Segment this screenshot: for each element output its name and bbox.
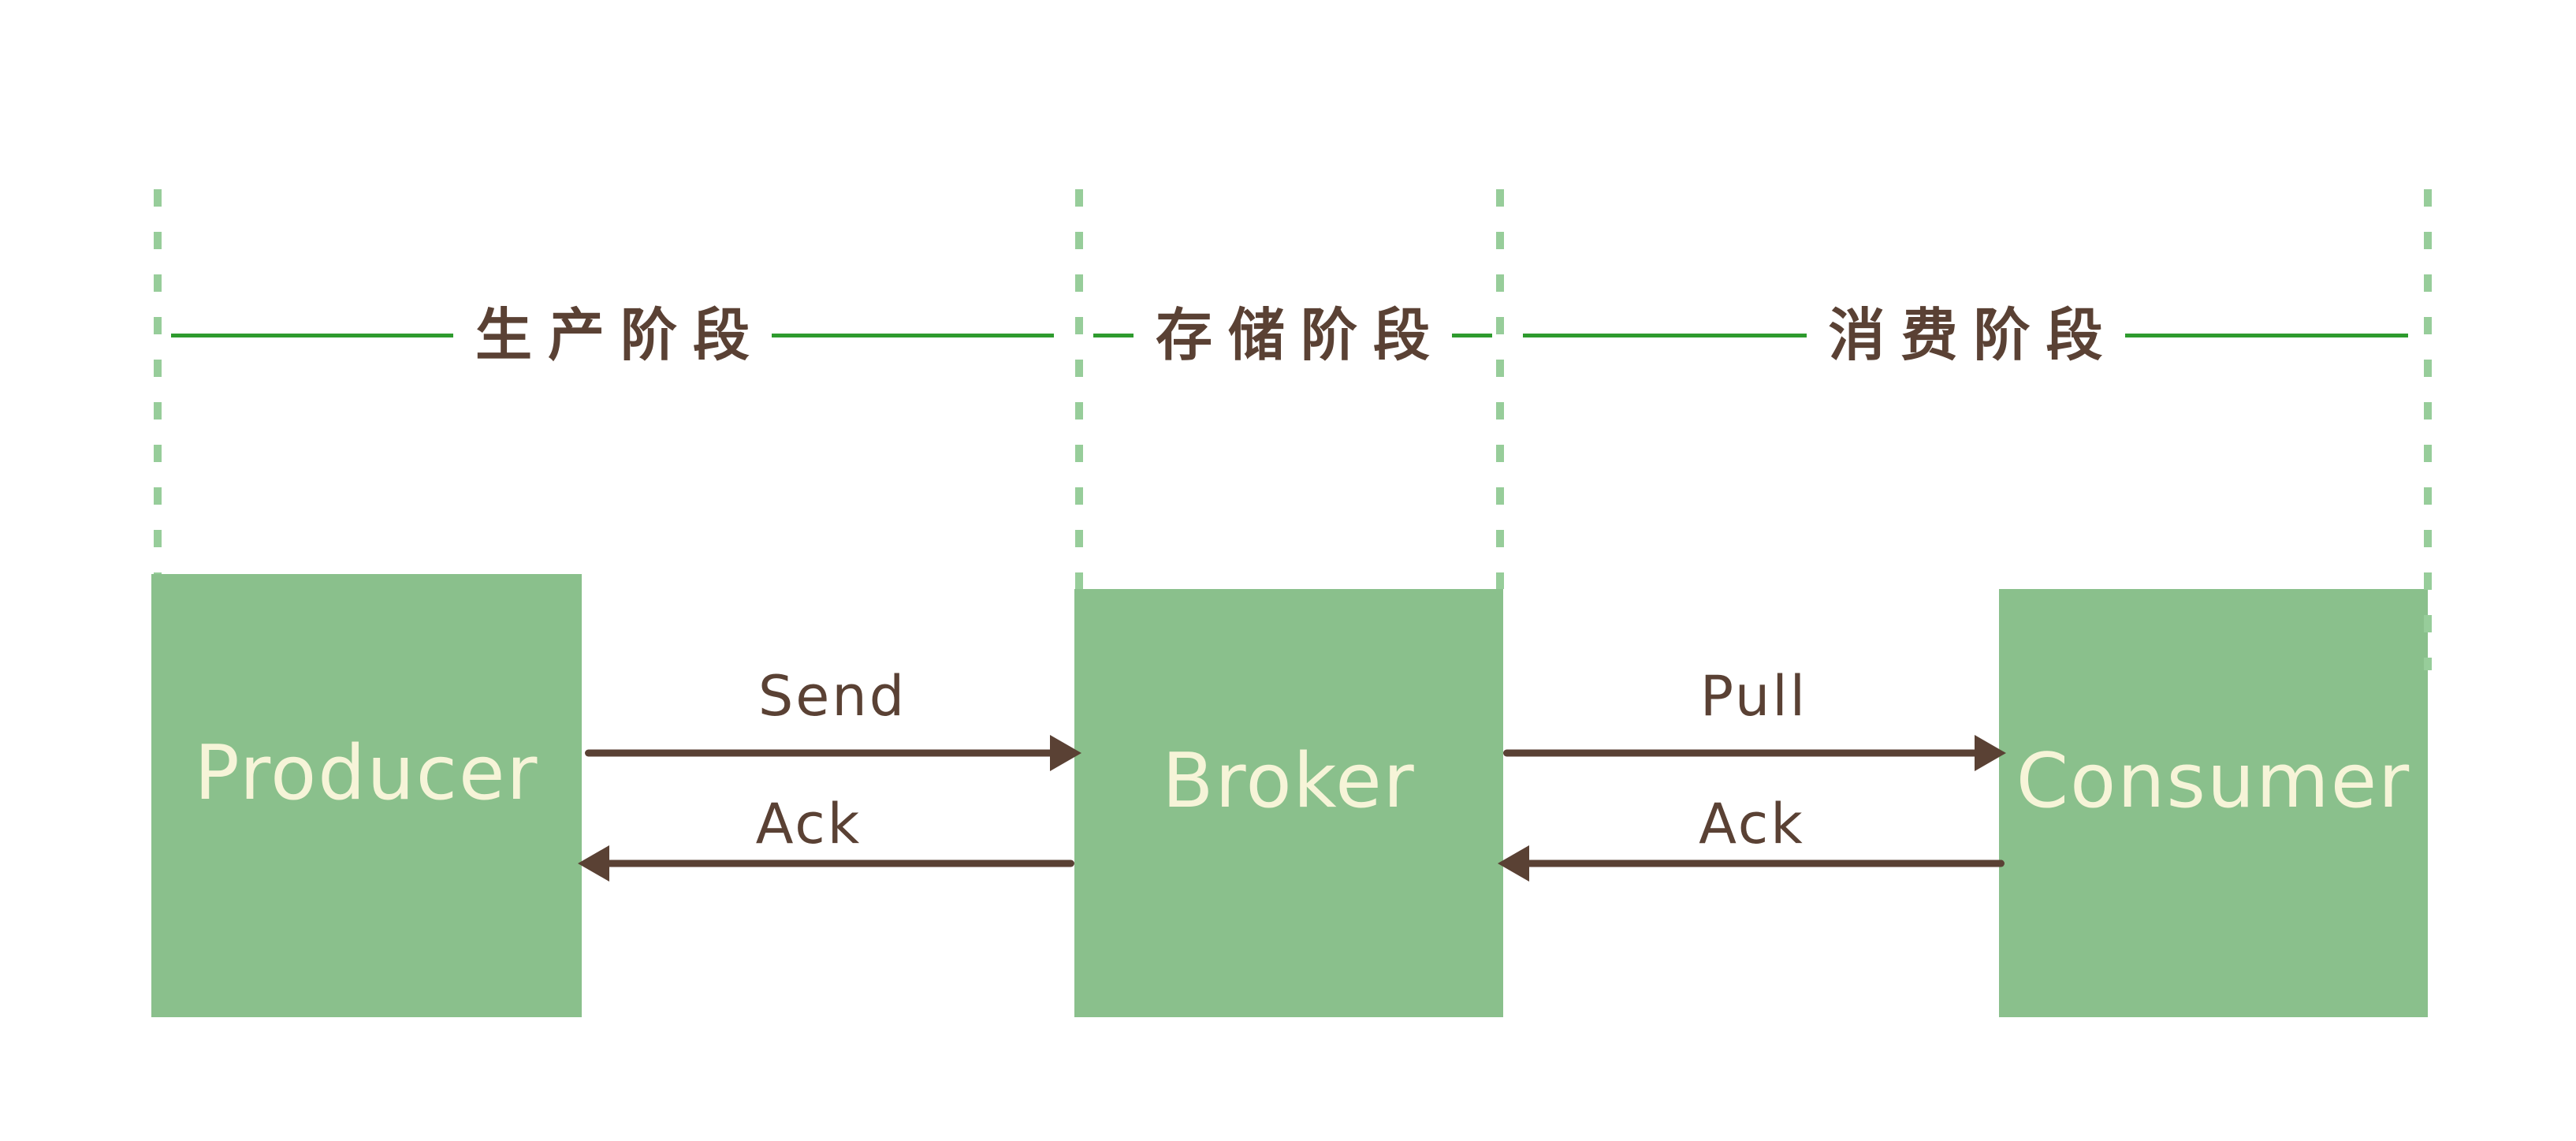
phase-boundary-dashed-line-4 — [2424, 189, 2432, 670]
ack-arrow-broker-to-producer — [578, 845, 1074, 882]
phase-label-consumption: 消费阶段 — [1828, 302, 2119, 368]
broker-label: Broker — [1162, 737, 1416, 825]
ack-arrow-shaft — [603, 859, 1074, 867]
ack-arrow-label-left: Ack — [755, 792, 862, 856]
send-arrow-label: Send — [758, 664, 907, 729]
phase-line-right — [1452, 333, 1493, 337]
pull-arrowhead-icon — [1975, 735, 2006, 771]
phase-label-production: 生产阶段 — [475, 302, 766, 368]
ack-arrow-shaft — [1523, 859, 2005, 867]
producer-label: Producer — [194, 730, 539, 817]
phase-line-left — [1093, 333, 1134, 337]
phase-band-storage: 存储阶段 — [1093, 302, 1493, 368]
phase-band-consumption: 消费阶段 — [1523, 302, 2409, 368]
ack-arrowhead-icon — [578, 845, 609, 882]
send-arrow-shaft — [585, 749, 1056, 757]
pull-arrow-label: Pull — [1699, 664, 1808, 729]
consumer-box: Consumer — [1999, 589, 2428, 1017]
ack-arrow-consumer-to-broker — [1498, 845, 2005, 882]
ack-arrowhead-icon — [1498, 845, 1529, 882]
phase-band-production: 生产阶段 — [171, 302, 1055, 368]
send-arrow — [585, 735, 1081, 771]
phase-label-storage: 存储阶段 — [1156, 302, 1446, 368]
phase-boundary-dashed-line-3 — [1496, 189, 1504, 589]
phase-boundary-dashed-line-2 — [1075, 189, 1083, 589]
phase-line-right — [772, 333, 1055, 337]
pull-arrow-shaft — [1503, 749, 1981, 757]
phase-line-left — [171, 333, 453, 337]
producer-box: Producer — [151, 574, 582, 1017]
broker-box: Broker — [1074, 589, 1503, 1017]
phase-line-left — [1523, 333, 1807, 337]
send-arrowhead-icon — [1050, 735, 1081, 771]
pull-arrow — [1503, 735, 2006, 771]
consumer-label: Consumer — [2016, 737, 2411, 825]
ack-arrow-label-right: Ack — [1699, 792, 1805, 856]
phase-boundary-dashed-line-1 — [154, 189, 162, 574]
phase-line-right — [2124, 333, 2409, 337]
